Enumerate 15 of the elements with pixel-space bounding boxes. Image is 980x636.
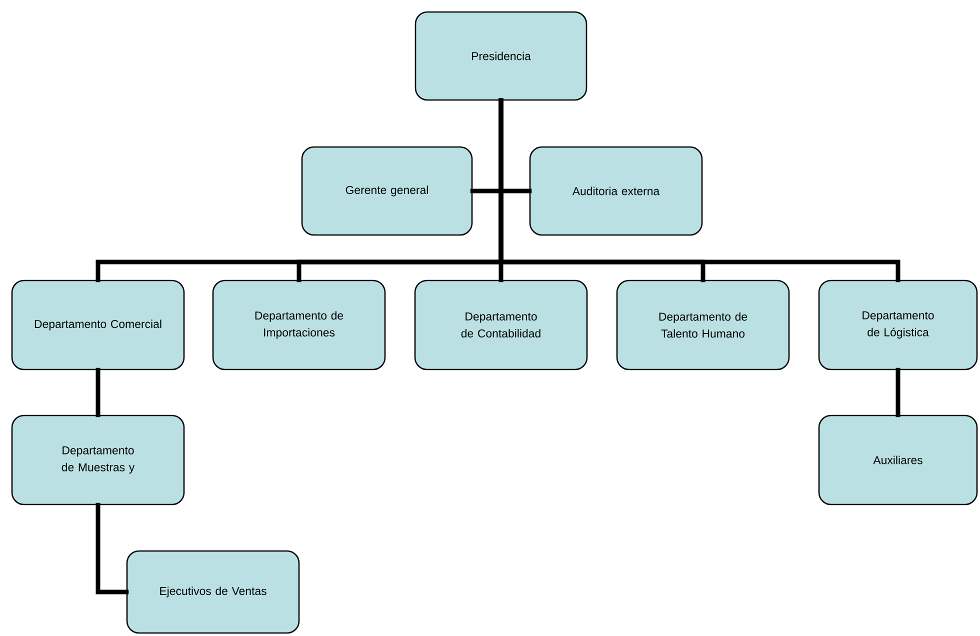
connector-line [498,98,900,282]
org-box: Gerente general [301,146,473,236]
connector-line [96,502,129,594]
org-box: Presidencia [414,11,588,101]
org-box: Auditoria externa [529,146,703,236]
connector-line [896,368,900,418]
connector-line [96,368,100,418]
org-box: Departamento de Talento Humano [616,280,790,370]
org-box: Auxiliares [818,414,978,506]
org-box: Departamento de Importaciones [212,280,386,370]
org-box: Departamento de Muestras y [11,414,185,506]
org-box: Departamento de Lógistica [818,280,978,370]
org-box: Departamento Comercial [11,280,185,370]
org-box: Departamento de Contabilidad [414,280,588,370]
org-box: Ejecutivos de Ventas [126,550,300,634]
